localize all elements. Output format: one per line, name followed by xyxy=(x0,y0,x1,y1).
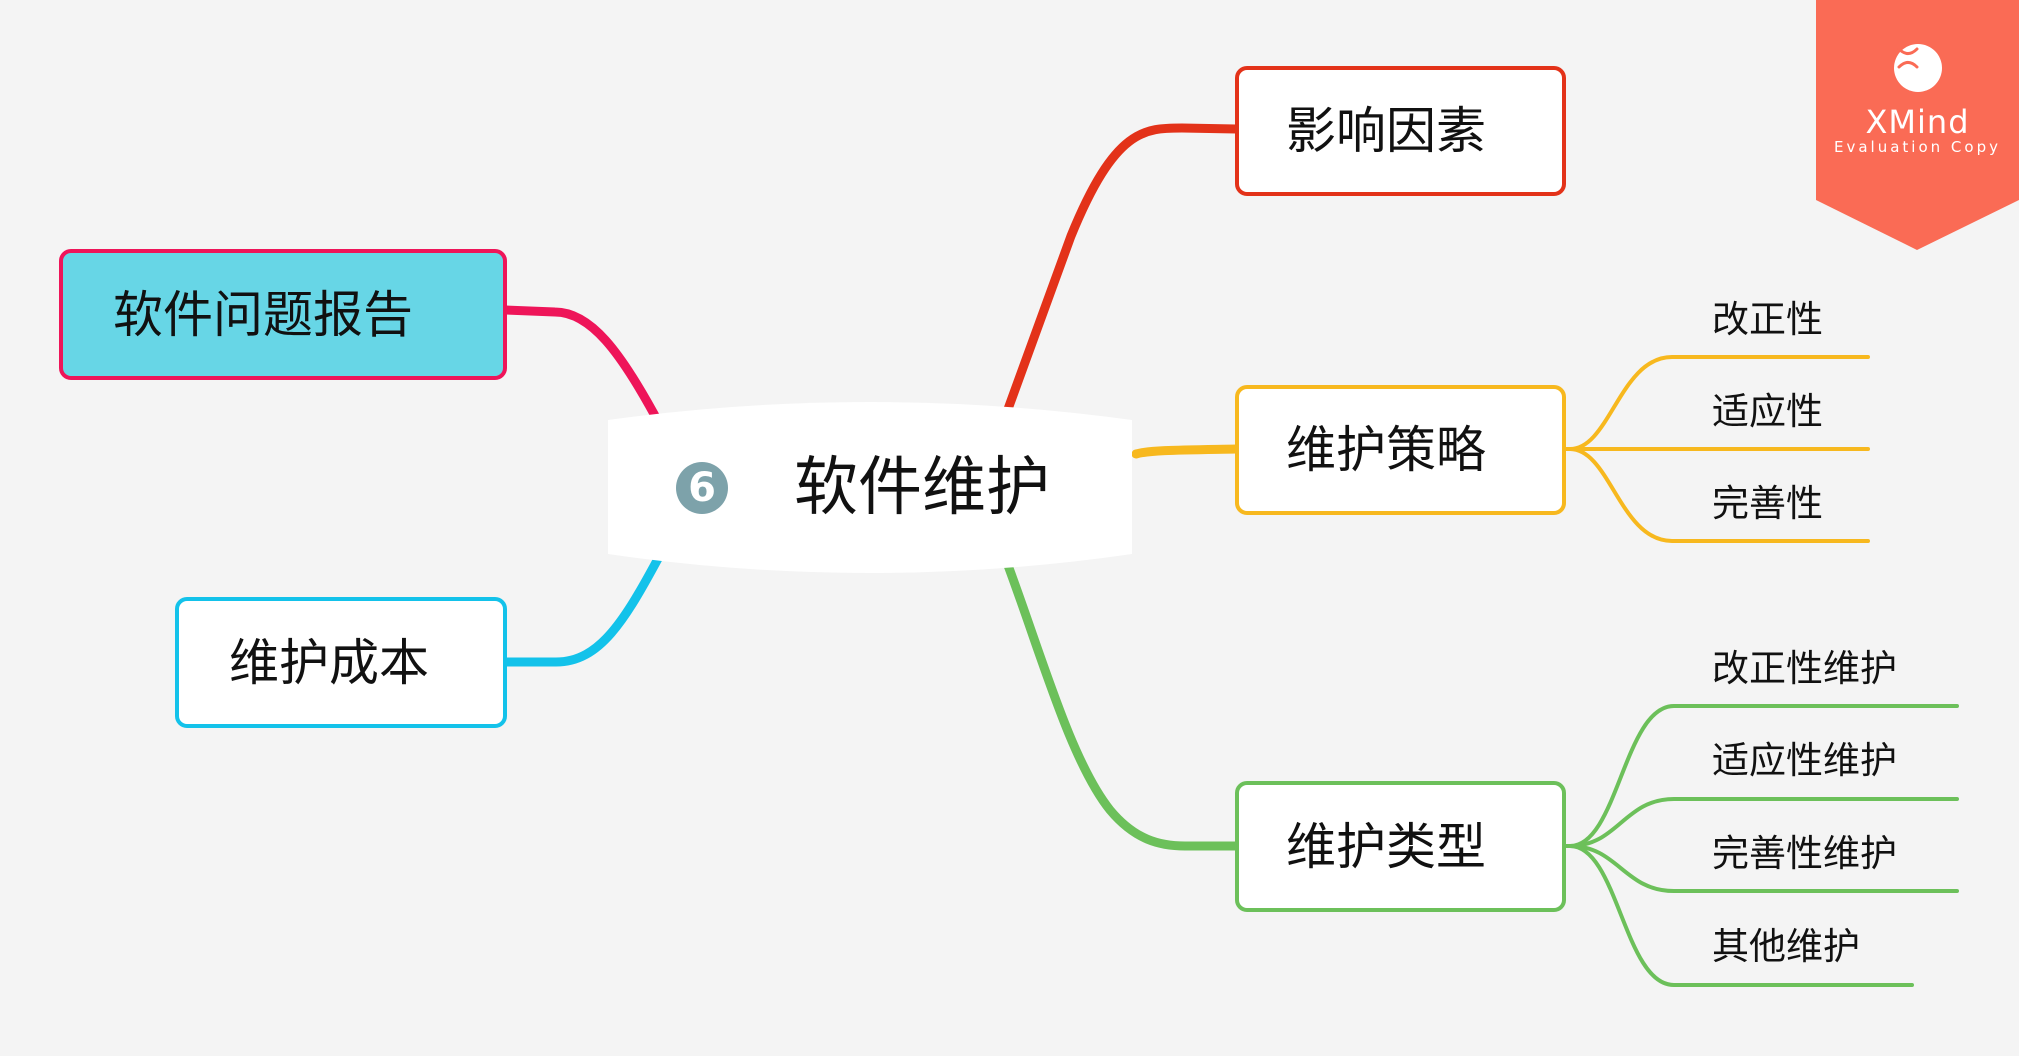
topic-maintenance-cost[interactable]: 维护成本 xyxy=(175,597,507,728)
subtopic-other-maintenance[interactable]: 其他维护 xyxy=(1712,925,1860,968)
branch-link-influence xyxy=(999,123,1241,425)
branch-link-types xyxy=(1001,555,1241,851)
subtopic-corrective-maintenance[interactable]: 改正性维护 xyxy=(1712,647,1897,690)
topic-label: 软件问题报告 xyxy=(113,285,413,344)
subtopic-perfective-maintenance[interactable]: 完善性维护 xyxy=(1712,832,1897,875)
sublink-types-4 xyxy=(1564,844,1914,987)
branch-link-report xyxy=(501,305,665,430)
sublink-strategy-3 xyxy=(1564,447,1870,543)
topic-label: 维护成本 xyxy=(229,633,429,692)
subtopic-perfective[interactable]: 完善性 xyxy=(1712,482,1823,525)
sublink-types-1 xyxy=(1564,704,1959,848)
topic-software-problem-report[interactable]: 软件问题报告 xyxy=(59,249,507,380)
branch-link-strategy xyxy=(1131,444,1241,459)
topic-maintenance-strategy[interactable]: 维护策略 xyxy=(1235,385,1566,515)
subtopic-adaptive[interactable]: 适应性 xyxy=(1712,390,1823,433)
topic-influence-factors[interactable]: 影响因素 xyxy=(1235,66,1566,196)
watermark-subtitle: Evaluation Copy xyxy=(1834,138,2001,156)
xmind-logo-icon xyxy=(1894,44,1942,92)
topic-label: 影响因素 xyxy=(1286,102,1486,160)
central-topic-shape xyxy=(608,402,1132,573)
topic-label: 维护策略 xyxy=(1286,421,1486,479)
topic-maintenance-types[interactable]: 维护类型 xyxy=(1235,781,1566,912)
branch-link-cost xyxy=(501,550,665,667)
watermark-ribbon xyxy=(1816,0,2019,250)
priority-badge: 6 xyxy=(676,462,728,514)
evaluation-watermark: XMind Evaluation Copy xyxy=(1816,0,2019,250)
watermark-brand: XMind xyxy=(1865,103,1970,141)
topic-label: 维护类型 xyxy=(1286,817,1486,876)
central-topic[interactable] xyxy=(602,396,1138,578)
central-topic-label: 软件维护 xyxy=(794,451,1050,525)
subtopic-corrective[interactable]: 改正性 xyxy=(1712,298,1823,341)
subtopic-adaptive-maintenance[interactable]: 适应性维护 xyxy=(1712,739,1897,782)
